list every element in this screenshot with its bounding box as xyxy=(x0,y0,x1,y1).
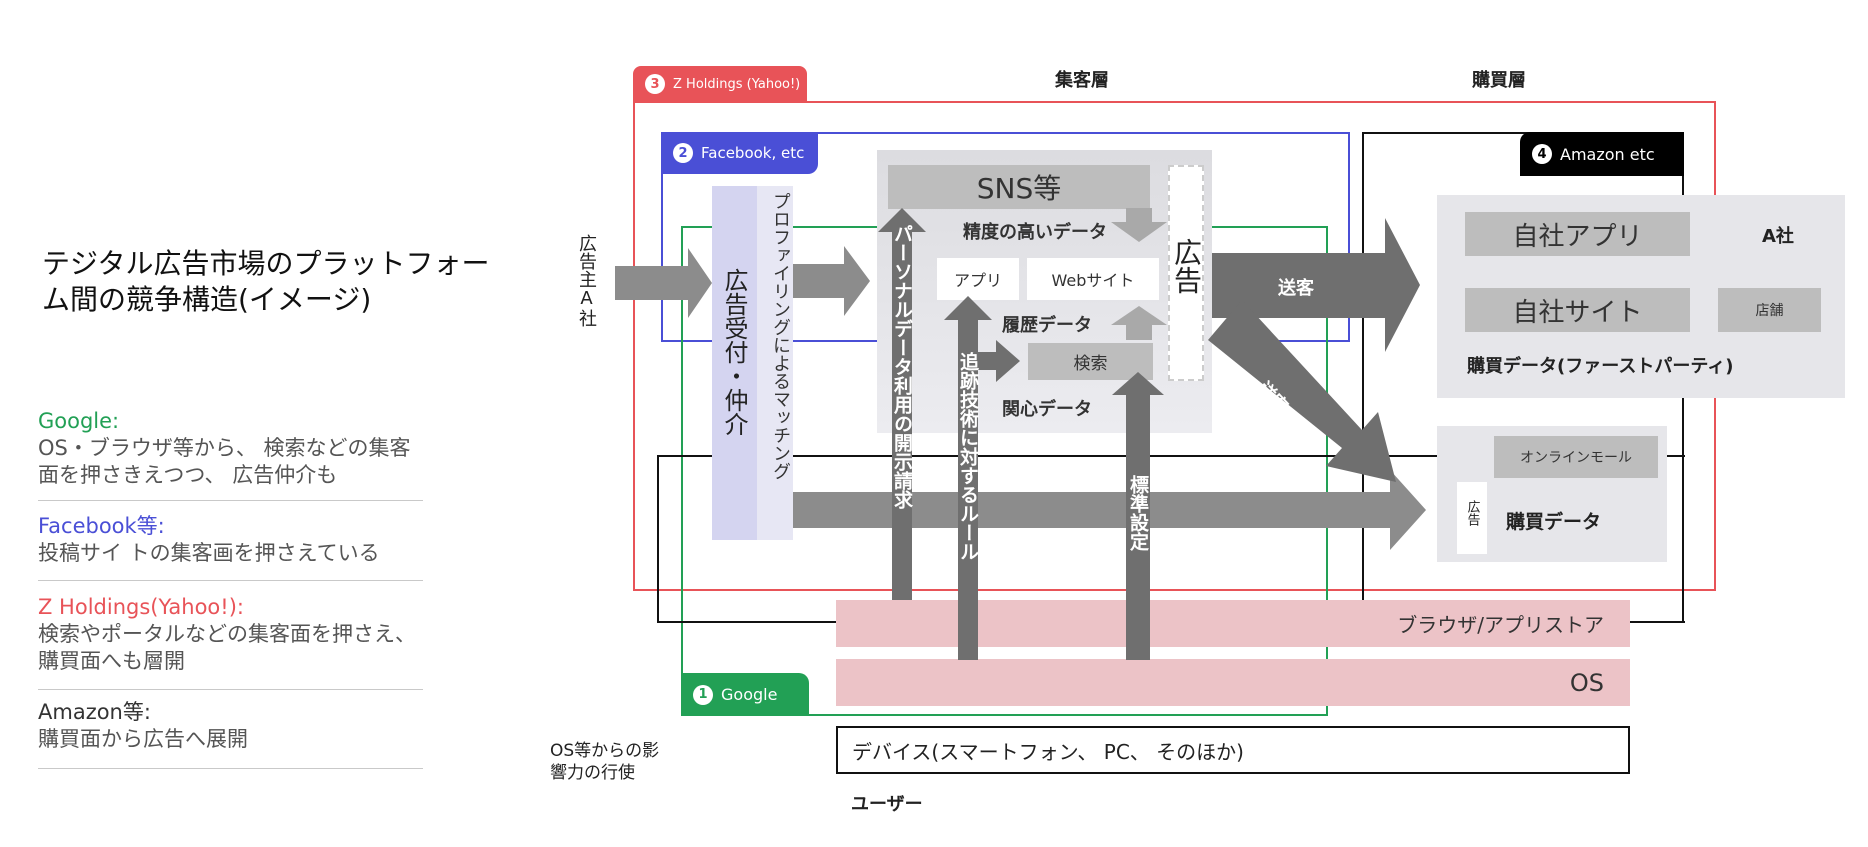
divider xyxy=(38,689,423,690)
app-box: アプリ xyxy=(937,258,1019,300)
precise-data-label: 精度の高いデータ xyxy=(963,222,1107,243)
page-title: テジタル広告市場のプラットフォーム間の競争構造(イメージ) xyxy=(42,247,490,316)
send-label-1: 送客 xyxy=(1278,278,1314,299)
os-influence-label: OS等からの影響力の行使 xyxy=(550,741,660,783)
os-layer: OS xyxy=(836,659,1630,706)
profiling-column xyxy=(757,186,793,540)
legend-body: 検索やポータルなどの集客面を押さえ、購買面へも層開 xyxy=(38,622,416,673)
interest-data-label: 関心データ xyxy=(1002,399,1092,420)
google-tab: 1 Google xyxy=(681,673,809,716)
mall-ad-slot xyxy=(1457,482,1487,554)
store-box: 店舗 xyxy=(1718,288,1821,332)
legend-body: OS・ブラウザ等から、 検索などの集客面を押さきえつつ、 広告仲介も xyxy=(38,436,411,487)
advertiser-label: 広告主A社 xyxy=(576,234,597,327)
user-label: ユーザー xyxy=(851,794,923,815)
broker-label: 広告受付・仲介 xyxy=(720,268,748,436)
platform-label: Facebook, etc xyxy=(701,144,805,162)
standard-setting-label: 標準設定 xyxy=(1127,475,1149,551)
company-name: A社 xyxy=(1762,226,1794,247)
facebook-tab: 2 Facebook, etc xyxy=(661,132,818,174)
advertiser-arrow xyxy=(615,248,712,318)
divider xyxy=(38,580,423,581)
company-site-box: 自社サイト xyxy=(1465,288,1690,332)
tracking-label: 追跡技術に対するルール xyxy=(957,352,979,561)
profiling-arrow xyxy=(793,246,870,316)
platform-label: Amazon etc xyxy=(1560,144,1655,164)
tracking-to-search-arrow xyxy=(976,340,1020,382)
online-mall-box: オンラインモール xyxy=(1494,436,1658,478)
device-layer: デバイス(スマートフォン、 PC、 そのほか) xyxy=(836,726,1630,774)
legend-facebook: Facebook等: 投稿サイ トの集客画を押さえている xyxy=(38,513,423,567)
send-arrow-2 xyxy=(1208,300,1396,482)
legend-google: Google: OS・ブラウザ等から、 検索などの集客面を押さきえつつ、 広告仲… xyxy=(38,408,423,489)
company-app-box: 自社アプリ xyxy=(1465,212,1690,256)
history-data-label: 履歴データ xyxy=(1002,315,1092,336)
yahoo-tab: 3 Z Holdings (Yahoo!) xyxy=(633,66,807,102)
history-up-arrow xyxy=(1111,306,1167,340)
website-box: Webサイト xyxy=(1027,258,1159,300)
profiling-label: プロファイリングによるマッチング xyxy=(770,192,791,480)
sns-title: SNS等 xyxy=(888,165,1150,209)
bottom-flow-arrow xyxy=(793,470,1426,550)
legend-heading: Google: xyxy=(38,409,120,433)
layer-attraction-label: 集客層 xyxy=(1055,70,1109,91)
mall-ad-label: 広告 xyxy=(1464,500,1480,526)
first-party-data-label: 購買データ(ファーストパーティ) xyxy=(1467,356,1734,377)
ad-slot xyxy=(1168,165,1204,381)
legend-heading: Amazon等: xyxy=(38,700,151,724)
send-arrow-1 xyxy=(1212,218,1420,352)
tracking-arrow xyxy=(944,296,992,660)
legend-amazon: Amazon等: 購買面から広告へ展開 xyxy=(38,699,423,753)
platform-label: Z Holdings (Yahoo!) xyxy=(673,76,801,92)
personal-data-arrow xyxy=(878,208,926,600)
legend-body: 購買面から広告へ展開 xyxy=(38,727,248,751)
legend-body: 投稿サイ トの集客画を押さえている xyxy=(38,541,380,565)
divider xyxy=(38,768,423,769)
amazon-tab: 4 Amazon etc xyxy=(1520,132,1684,176)
legend-zholdings: Z Holdings(Yahoo!): 検索やポータルなどの集客面を押さえ、購買… xyxy=(38,594,423,675)
standard-setting-arrow xyxy=(1112,372,1164,660)
precise-data-down-arrow xyxy=(1111,208,1167,242)
purchase-data-label: 購買データ xyxy=(1506,511,1602,533)
platform-number: 4 xyxy=(1532,144,1552,164)
platform-number: 2 xyxy=(673,143,693,163)
legend-heading: Facebook等: xyxy=(38,514,165,538)
platform-number: 3 xyxy=(645,74,665,94)
search-box: 検索 xyxy=(1028,343,1153,380)
legend-heading: Z Holdings(Yahoo!): xyxy=(38,595,244,619)
layer-purchase-label: 購買層 xyxy=(1472,70,1526,91)
ad-slot-label: 広告 xyxy=(1170,238,1203,294)
broker-column xyxy=(712,186,757,540)
platform-number: 1 xyxy=(693,684,713,705)
platform-label: Google xyxy=(721,685,778,704)
personal-data-label: パーソナルデータ利用の開示請求 xyxy=(891,224,913,509)
divider xyxy=(38,500,423,501)
